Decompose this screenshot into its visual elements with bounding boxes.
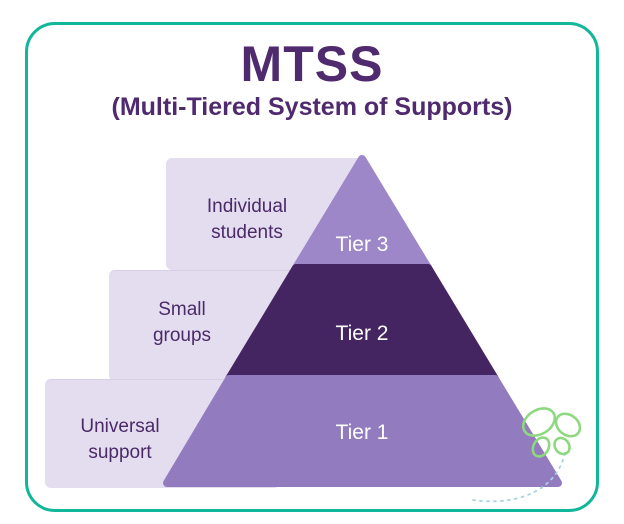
step-label-line: Individual [206,196,288,217]
tier1-label: Tier 1 [335,421,389,444]
mtss-card: MTSS (Multi-Tiered System of Supports) I… [25,22,599,512]
page-subtitle: (Multi-Tiered System of Supports) [111,93,513,121]
step-label-line: support [88,442,152,463]
butterfly-icon [521,407,582,458]
step-label-individual-students: Individual students [177,194,317,246]
step-label-line: Universal [80,416,160,437]
mtss-pyramid-diagram: Individual students Small groups Univers… [25,22,599,512]
pyramid-tier1-shape [163,375,562,487]
pyramid [163,155,562,487]
tier2-label: Tier 2 [335,322,389,345]
page-title: MTSS [240,36,384,92]
tier3-label: Tier 3 [335,233,389,256]
step-label-line: groups [152,325,212,346]
step-label-line: students [211,222,283,243]
flight-trail-icon [472,451,566,503]
step-label-universal-support: Universal support [50,414,190,466]
step-label-line: Small [158,299,206,320]
header: MTSS (Multi-Tiered System of Supports) [28,39,596,122]
step-label-small-groups: Small groups [112,297,252,349]
butterfly-decoration [472,407,582,503]
